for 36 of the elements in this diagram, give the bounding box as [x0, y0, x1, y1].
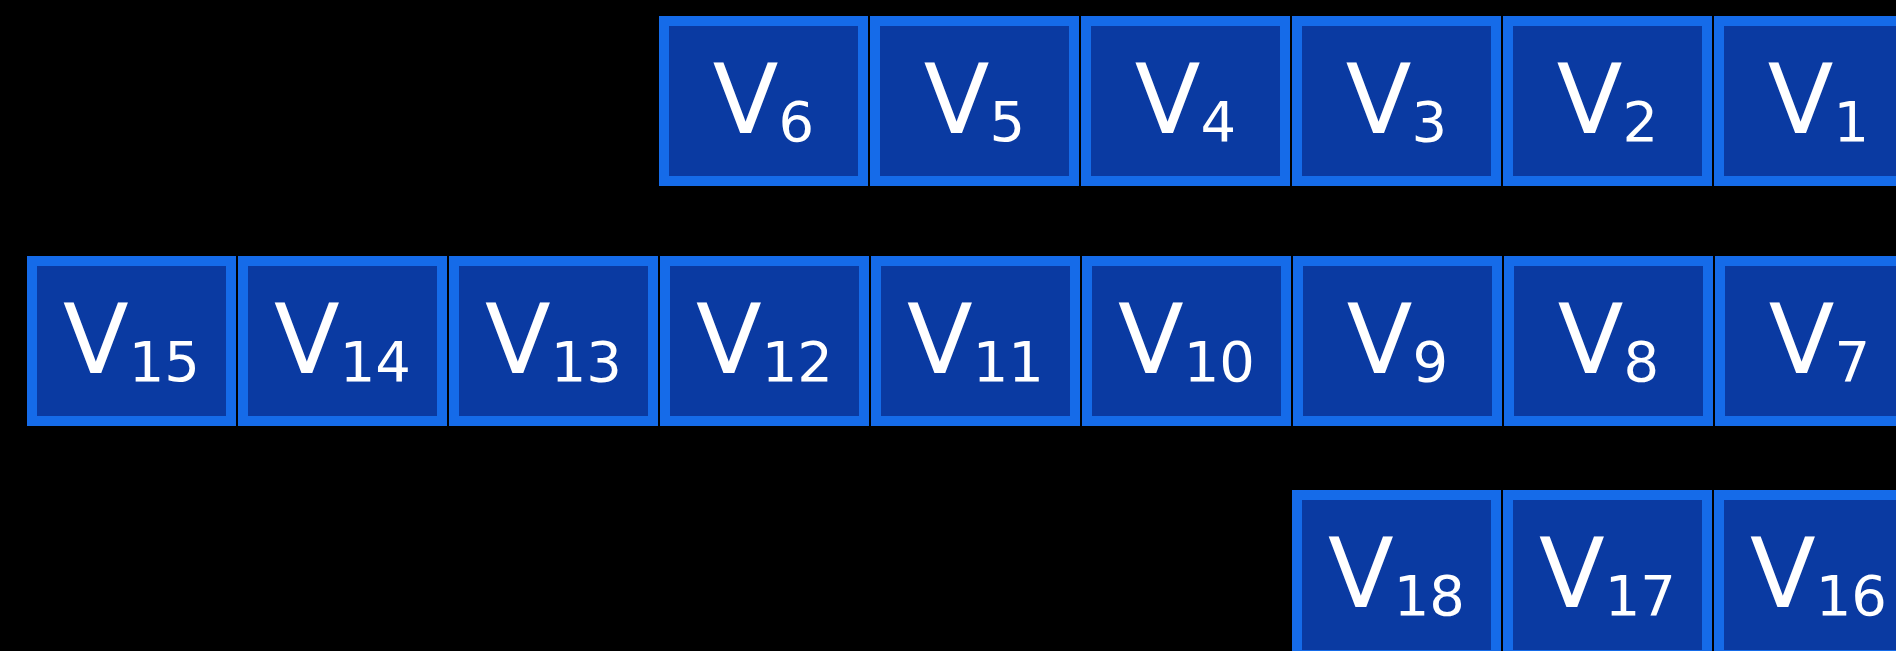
- variable-label: V$_{3}$: [1345, 51, 1448, 151]
- variable-tile: [1503, 490, 1712, 651]
- variable-tile: [27, 256, 236, 426]
- variable-tile: [1714, 490, 1896, 651]
- variable-label: V$_{14}$: [274, 291, 411, 391]
- variable-tile: [1504, 256, 1713, 426]
- variable-label: V$_{12}$: [696, 291, 833, 391]
- variable-label: V$_{10}$: [1118, 291, 1255, 391]
- variable-tile: [1081, 16, 1290, 186]
- variable-label: V$_{16}$: [1750, 525, 1887, 625]
- variable-label: V$_{17}$: [1539, 525, 1676, 625]
- variable-label: V$_{15}$: [63, 291, 200, 391]
- variable-label: V$_{8}$: [1557, 291, 1660, 391]
- variable-label: V$_{9}$: [1346, 291, 1449, 391]
- variable-tile: [659, 16, 868, 186]
- variable-label: V$_{6}$: [712, 51, 815, 151]
- variable-tile: [1714, 16, 1896, 186]
- variable-tile: [449, 256, 658, 426]
- variable-label: V$_{5}$: [923, 51, 1026, 151]
- variable-label: V$_{18}$: [1328, 525, 1465, 625]
- variable-label: V$_{2}$: [1556, 51, 1659, 151]
- variable-label: V$_{13}$: [485, 291, 622, 391]
- variable-tile: [238, 256, 447, 426]
- variable-tile: [871, 256, 1080, 426]
- variable-tile: [1082, 256, 1291, 426]
- variable-tile: [1715, 256, 1896, 426]
- variable-tile: [1292, 490, 1501, 651]
- variable-tile: [1292, 16, 1501, 186]
- variable-label: V$_{7}$: [1768, 291, 1871, 391]
- variable-label: V$_{11}$: [907, 291, 1044, 391]
- variable-tile: [1503, 16, 1712, 186]
- variable-tile: [1293, 256, 1502, 426]
- variable-tile: [870, 16, 1079, 186]
- variable-label: V$_{1}$: [1767, 51, 1870, 151]
- variable-label: V$_{4}$: [1134, 51, 1237, 151]
- variable-tile: [660, 256, 869, 426]
